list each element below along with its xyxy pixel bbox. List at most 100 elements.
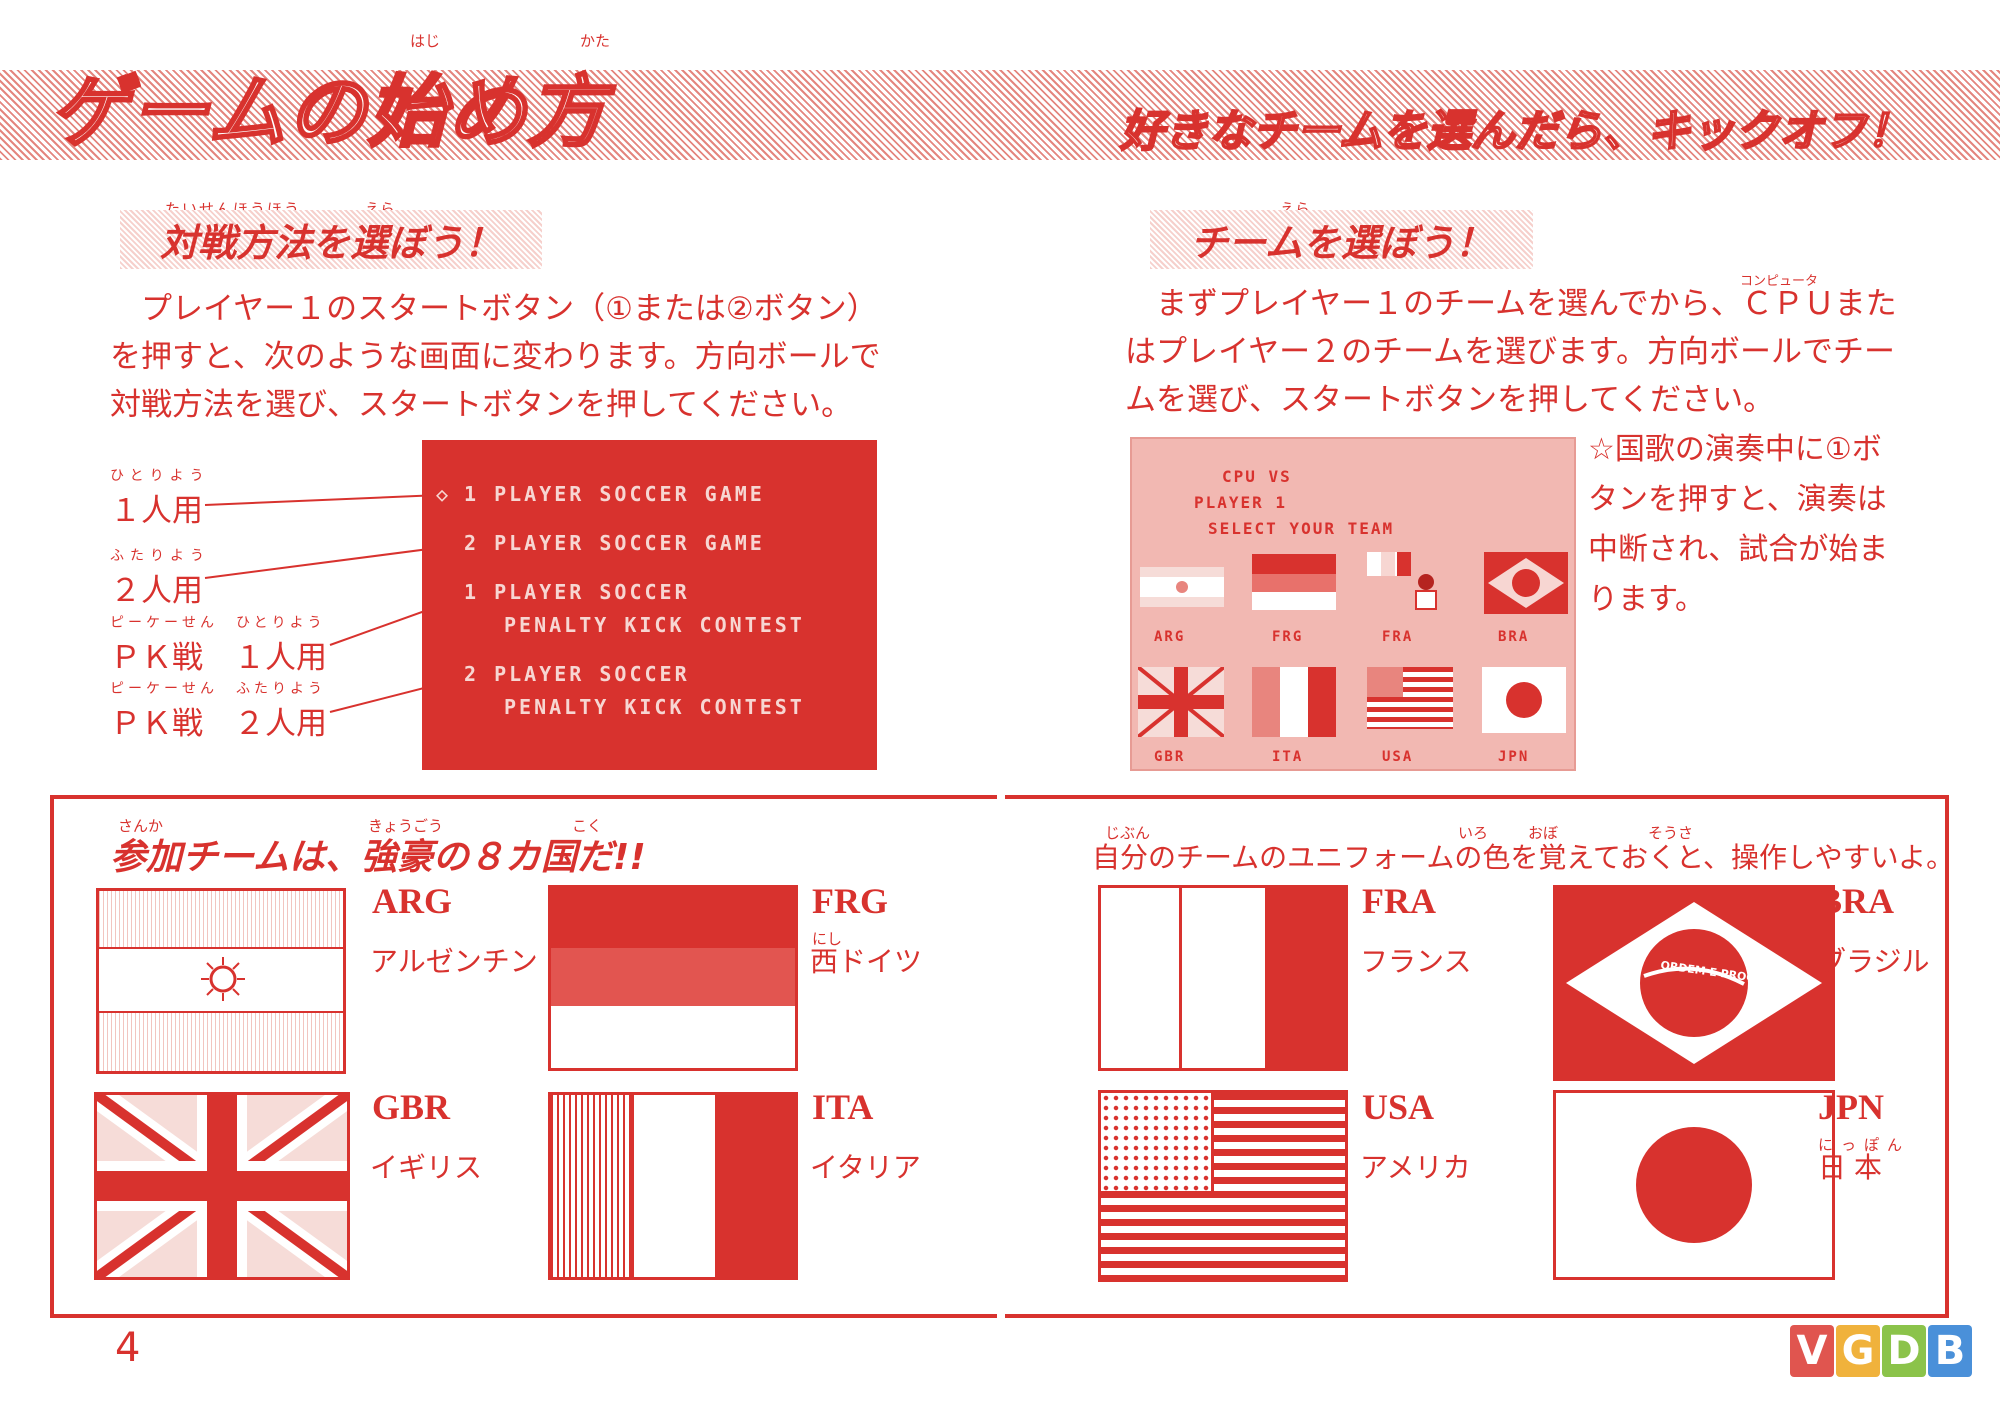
mode-select-screen: ◇ 1 PLAYER SOCCER GAME 2 PLAYER SOCCER G… bbox=[422, 440, 877, 770]
flag-arg bbox=[96, 888, 346, 1074]
left-body-text: プレイヤー１のスタートボタン（①または②ボタン）を押すと、次のような画面に変わり… bbox=[110, 291, 881, 423]
team-name-frg-ruby: にし bbox=[812, 930, 843, 948]
team-code-bra: BRA bbox=[1498, 629, 1530, 645]
page-number-left: 4 bbox=[115, 1325, 141, 1371]
flag-fra bbox=[1098, 885, 1348, 1071]
mini-flag-usa[interactable] bbox=[1367, 667, 1453, 729]
team-name-arg: アルゼンチン bbox=[370, 945, 538, 978]
team-code-label-gbr: GBR bbox=[372, 1087, 451, 1127]
label-1p-ruby: ひとりよう bbox=[110, 468, 210, 484]
panel-heading-ruby-1: さんか bbox=[118, 817, 164, 835]
flag-bra: ORDEM E PROGRESSO bbox=[1553, 885, 1835, 1081]
watermark-letter-d: D bbox=[1882, 1325, 1926, 1377]
menu-option-1[interactable]: 1 PLAYER SOCCER GAME bbox=[464, 482, 765, 506]
team-code-usa: USA bbox=[1382, 749, 1414, 765]
teams-panel-right bbox=[1005, 795, 1949, 1318]
left-section-heading: 対戦方法を選ぼう！ bbox=[120, 210, 543, 269]
team-name-usa: アメリカ bbox=[1360, 1151, 1471, 1184]
label-pk-1p-text: ＰＫ戦 １人用 bbox=[110, 640, 327, 676]
flag-frg bbox=[548, 885, 798, 1071]
screen-line-3: SELECT YOUR TEAM bbox=[1208, 519, 1395, 538]
menu-option-3-sub: PENALTY KICK CONTEST bbox=[504, 613, 805, 637]
team-code-frg: FRG bbox=[1272, 629, 1304, 645]
watermark-letter-b: B bbox=[1928, 1325, 1972, 1377]
cursor-glyph: ◇ bbox=[436, 482, 452, 506]
watermark-letter-g: G bbox=[1836, 1325, 1880, 1377]
mini-flag-arg[interactable] bbox=[1140, 567, 1224, 607]
team-code-label-jpn: JPN bbox=[1818, 1087, 1884, 1127]
sun-of-may-icon bbox=[201, 957, 245, 1001]
menu-option-3[interactable]: 1 PLAYER SOCCER bbox=[464, 580, 690, 604]
anthem-note: ☆国歌の演奏中に①ボタンを押すと、演奏は中断され、試合が始まります。 bbox=[1588, 432, 1889, 617]
team-code-label-arg: ARG bbox=[372, 881, 452, 921]
right-body-text: まずプレイヤー１のチームを選んでから、ＣＰＵまたはプレイヤー２のチームを選びます… bbox=[1125, 286, 1897, 418]
menu-option-2[interactable]: 2 PLAYER SOCCER GAME bbox=[464, 531, 765, 555]
team-code-label-usa: USA bbox=[1362, 1087, 1435, 1127]
label-pk-1p: ピーケーせん ひとりよう ＰＫ戦 １人用 bbox=[110, 612, 327, 677]
team-code-ita: ITA bbox=[1272, 749, 1304, 765]
mini-flag-fra[interactable] bbox=[1367, 552, 1411, 576]
header-band bbox=[0, 70, 2000, 160]
watermark-letter-v: V bbox=[1790, 1325, 1834, 1377]
panel-heading-ruby-3: こく bbox=[572, 817, 603, 835]
flag-jpn bbox=[1553, 1090, 1835, 1280]
team-code-label-fra: FRA bbox=[1362, 881, 1436, 921]
bra-flag-svg bbox=[1566, 902, 1822, 1064]
tip-ruby-3: おぼ bbox=[1528, 824, 1559, 842]
team-code-gbr: GBR bbox=[1154, 749, 1186, 765]
label-pk-1p-ruby: ピーケーせん ひとりよう bbox=[110, 615, 326, 631]
screen-line-2: PLAYER 1 bbox=[1194, 493, 1288, 512]
menu-option-4-sub: PENALTY KICK CONTEST bbox=[504, 695, 805, 719]
team-name-gbr: イギリス bbox=[370, 1151, 483, 1184]
team-name-jpn: 日本 bbox=[1818, 1151, 1891, 1184]
tip-ruby-1: じぶん bbox=[1105, 824, 1151, 842]
flag-gbr bbox=[94, 1092, 350, 1280]
flag-ita bbox=[548, 1092, 798, 1280]
team-code-label-ita: ITA bbox=[812, 1087, 874, 1127]
connector-line-1p bbox=[204, 494, 441, 506]
team-name-ita: イタリア bbox=[810, 1151, 921, 1184]
team-code-jpn: JPN bbox=[1498, 749, 1530, 765]
team-name-bra: ブラジル bbox=[1818, 945, 1930, 978]
screen-line-1: CPU VS bbox=[1222, 467, 1292, 486]
teams-panel-heading: 参加チームは、強豪の８カ国だ!! bbox=[110, 837, 646, 878]
menu-option-4[interactable]: 2 PLAYER SOCCER bbox=[464, 662, 690, 686]
mini-flag-frg[interactable] bbox=[1252, 554, 1336, 610]
team-code-fra: FRA bbox=[1382, 629, 1414, 645]
title-ruby-1: はじ bbox=[410, 32, 441, 50]
player-sprite bbox=[1415, 574, 1437, 614]
mini-flag-bra[interactable] bbox=[1484, 552, 1568, 614]
union-jack-svg bbox=[97, 1095, 347, 1277]
uniform-tip: 自分のチームのユニフォームの色を覚えておくと、操作しやすいよ。 bbox=[1092, 841, 1955, 874]
tip-ruby-2: いろ bbox=[1458, 824, 1489, 842]
tagline: 好きなチームを選んだら、キックオフ！ bbox=[1119, 105, 1912, 158]
label-2p-ruby: ふたりよう bbox=[110, 548, 210, 564]
label-pk-2p-text: ＰＫ戦 ２人用 bbox=[110, 706, 327, 742]
team-select-screen: CPU VS PLAYER 1 SELECT YOUR TEAM ARG FRG… bbox=[1130, 437, 1576, 771]
team-name-fra: フランス bbox=[1360, 945, 1472, 978]
tip-ruby-4: そうさ bbox=[1648, 824, 1694, 842]
label-pk-2p: ピーケーせん ふたりよう ＰＫ戦 ２人用 bbox=[110, 678, 327, 743]
team-code-label-frg: FRG bbox=[812, 881, 888, 921]
mini-flag-jpn[interactable] bbox=[1482, 667, 1566, 733]
page-title: ゲームの始め方 bbox=[49, 67, 608, 160]
label-2p-text: ２人用 bbox=[110, 573, 203, 609]
hinomaru-disc bbox=[1636, 1127, 1752, 1243]
team-name-frg: 西ドイツ bbox=[810, 945, 923, 978]
cpu-ruby: コンピュータ bbox=[1740, 274, 1819, 289]
mini-flag-ita[interactable] bbox=[1252, 667, 1336, 737]
team-name-jpn-ruby: にっぽん bbox=[1818, 1136, 1911, 1154]
label-2p: ふたりよう ２人用 bbox=[110, 545, 210, 610]
label-1p-text: １人用 bbox=[110, 493, 203, 529]
flag-usa bbox=[1098, 1090, 1348, 1282]
mini-flag-gbr[interactable] bbox=[1136, 665, 1226, 739]
panel-heading-ruby-2: きょうごう bbox=[368, 817, 444, 835]
team-code-label-bra: BRA bbox=[1818, 881, 1895, 921]
title-ruby-2: かた bbox=[580, 32, 611, 50]
right-section-heading: チームを選ぼう！ bbox=[1150, 210, 1533, 269]
label-1p: ひとりよう １人用 bbox=[110, 465, 210, 530]
team-code-arg: ARG bbox=[1154, 629, 1186, 645]
label-pk-2p-ruby: ピーケーせん ふたりよう bbox=[110, 681, 326, 697]
teams-panel-left bbox=[50, 795, 997, 1318]
